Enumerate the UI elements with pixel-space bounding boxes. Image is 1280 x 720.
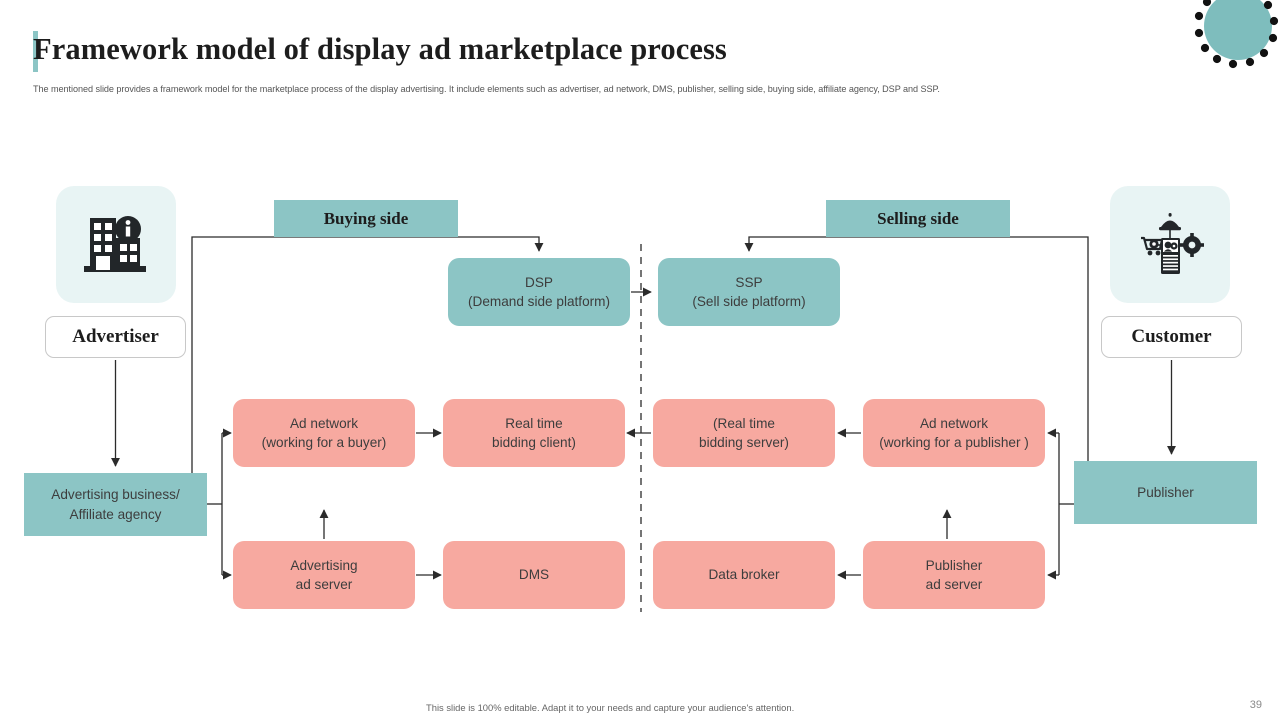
node-affiliate-agency: Advertising business/ Affiliate agency — [24, 473, 207, 536]
page-subtitle: The mentioned slide provides a framework… — [33, 84, 940, 94]
node-rtb-client-line2: bidding client) — [492, 435, 576, 450]
node-publisher-ad-server: Publisher ad server — [863, 541, 1045, 609]
node-ad-network-publisher: Ad network (working for a publisher ) — [863, 399, 1045, 467]
node-data-broker: Data broker — [653, 541, 835, 609]
node-ssp-line2: (Sell side platform) — [692, 294, 806, 309]
selling-side-label: Selling side — [877, 208, 959, 228]
footer-note: This slide is 100% editable. Adapt it to… — [426, 702, 795, 713]
node-publisher-ad-server-line1: Publisher — [925, 557, 983, 573]
customer-icon-tile — [1110, 186, 1230, 303]
node-dms-line1: DMS — [518, 567, 550, 583]
node-ad-network-buyer-line1: Ad network — [289, 415, 358, 431]
corner-dotted-circle-decoration — [1194, 0, 1279, 69]
node-ad-network-publisher-line1: Ad network — [919, 415, 988, 431]
node-affiliate-agency-line2: Affiliate agency — [69, 506, 162, 522]
buying-side-label: Buying side — [323, 208, 409, 228]
customer-label: Customer — [1131, 326, 1212, 347]
node-advertising-ad-server-line2: ad server — [295, 577, 353, 592]
node-advertising-ad-server: Advertising ad server — [233, 541, 415, 609]
node-ad-network-publisher-line2: (working for a publisher ) — [879, 435, 1029, 450]
advertiser-label-pill: Advertiser — [45, 316, 186, 358]
node-rtb-server-line2: bidding server) — [699, 435, 789, 450]
page-number: 39 — [1249, 699, 1262, 711]
node-dsp-line2: (Demand side platform) — [467, 294, 611, 309]
node-ad-network-buyer-line2: (working for a buyer) — [261, 435, 387, 450]
customer-label-pill: Customer — [1101, 316, 1242, 358]
node-publisher: Publisher — [1074, 461, 1257, 524]
node-dms: DMS — [443, 541, 625, 609]
node-ad-network-buyer: Ad network (working for a buyer) — [233, 399, 415, 467]
node-data-broker-line1: Data broker — [708, 567, 780, 583]
title-accent-bar — [33, 31, 38, 72]
office-building-info-icon — [84, 215, 146, 272]
node-ssp: SSP (Sell side platform) — [658, 258, 840, 326]
node-advertising-ad-server-line1: Advertising — [290, 557, 358, 573]
selling-side-banner: Selling side — [826, 200, 1010, 237]
node-publisher-ad-server-line2: ad server — [925, 577, 983, 592]
customer-service-device-icon — [1141, 212, 1204, 274]
node-rtb-client: Real time bidding client) — [443, 399, 625, 467]
node-rtb-client-line1: Real time — [505, 415, 563, 431]
advertiser-icon-tile — [56, 186, 176, 303]
node-ssp-line1: SSP — [735, 274, 763, 290]
node-dsp-line1: DSP — [525, 274, 553, 290]
node-dsp: DSP (Demand side platform) — [448, 258, 630, 326]
node-rtb-server-line1: (Real time — [713, 415, 775, 431]
buying-side-banner: Buying side — [274, 200, 458, 237]
node-rtb-server: (Real time bidding server) — [653, 399, 835, 467]
node-affiliate-agency-line1: Advertising business/ — [51, 487, 180, 503]
page-title: Framework model of display ad marketplac… — [33, 32, 727, 66]
node-publisher-line1: Publisher — [1137, 484, 1194, 500]
advertiser-label: Advertiser — [72, 326, 159, 347]
